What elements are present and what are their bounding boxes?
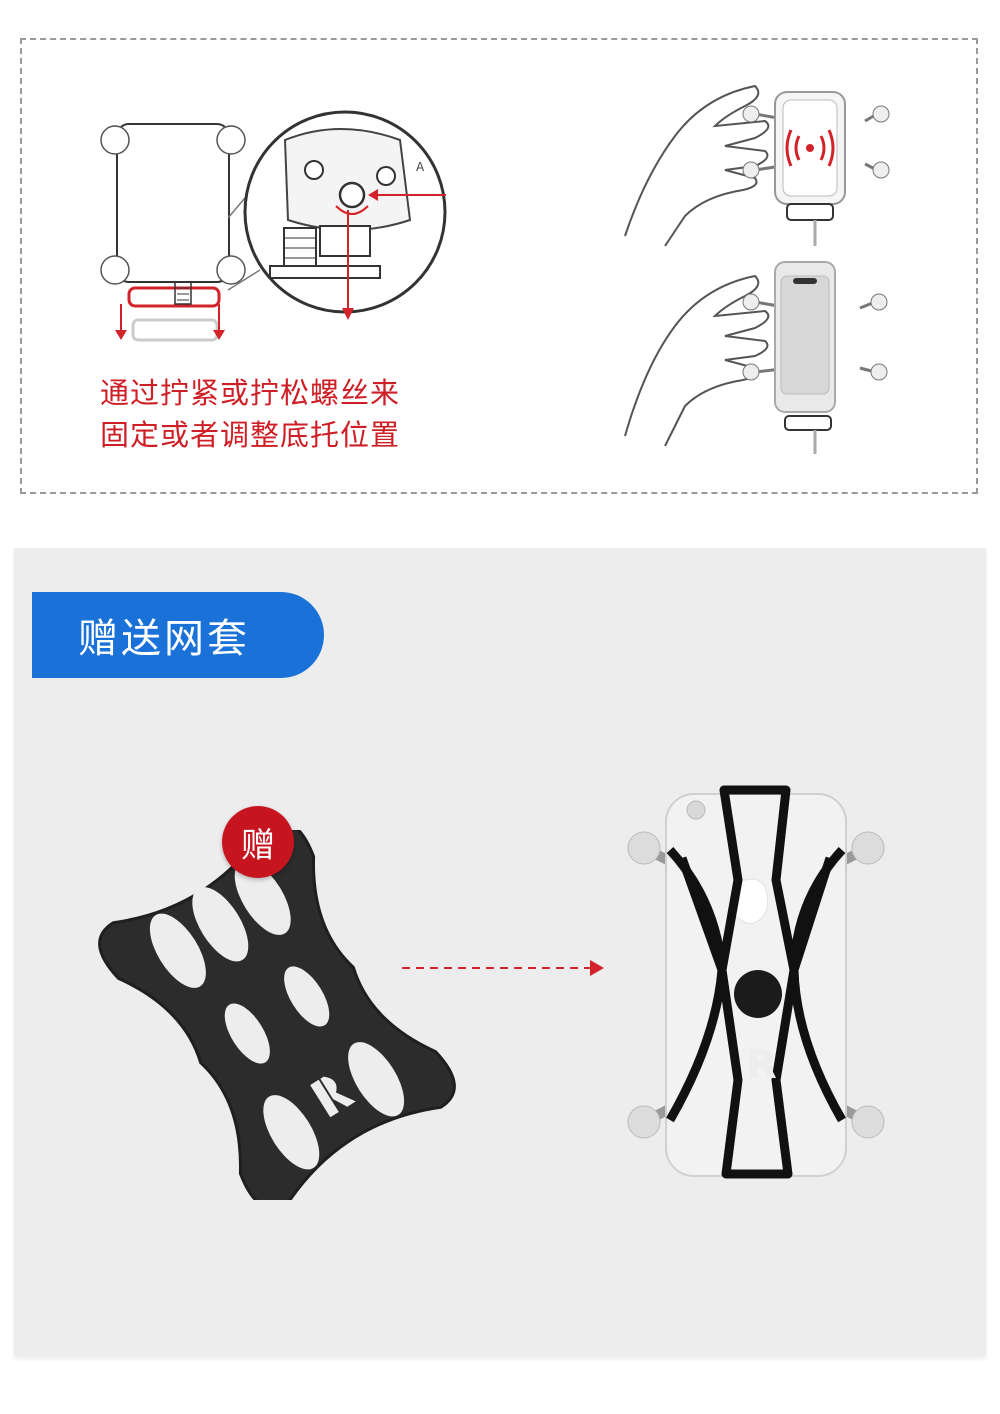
screw-detail-magnifier [227,110,447,320]
gift-section-title: 赠送网套 [78,616,250,662]
net-logo-mark: R [746,1042,777,1088]
detail-label-a: A [416,160,425,174]
hand-wireless-charging-illustration [624,84,890,247]
dashed-arrow [402,960,604,976]
phone-with-net-image: R [627,785,885,1179]
install-caption: 通过拧紧或拧松螺丝来 固定或者调整底托位置 [100,372,400,456]
gift-badge: 赠 [222,806,294,878]
installation-instruction-panel [20,38,978,494]
rubber-net-cover-image [98,830,456,1200]
gift-section-title-pill: 赠送网套 [32,592,324,678]
caption-line-1: 通过拧紧或拧松螺丝来 [100,376,401,410]
caption-line-2: 固定或者调整底托位置 [100,418,401,452]
hand-phone-mount-illustration [624,261,888,454]
holder-front-diagram [100,123,246,342]
